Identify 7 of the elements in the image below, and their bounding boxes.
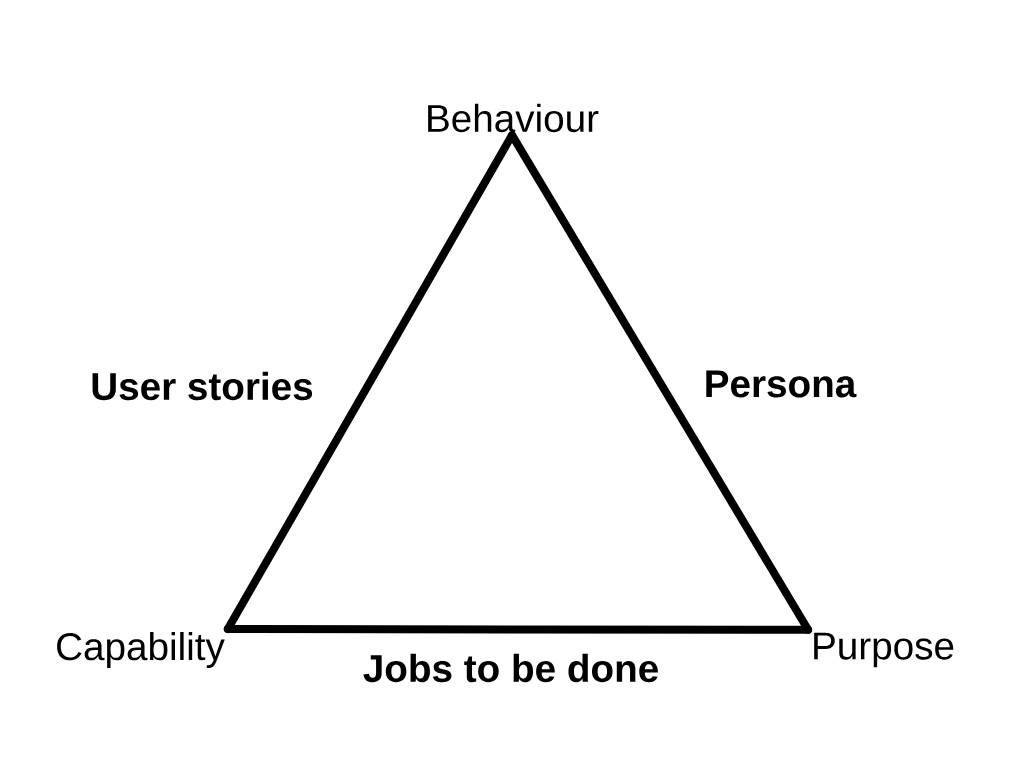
vertex-label: Capability — [57, 631, 225, 669]
edge-label: User stories — [92, 371, 313, 401]
vertex-label: Behaviour — [428, 103, 599, 133]
edge-label: Jobs to be done — [363, 653, 658, 683]
edge-label: Persona — [706, 370, 857, 398]
vertex-label: Purpose — [814, 632, 954, 668]
triangle-side — [223, 625, 813, 634]
